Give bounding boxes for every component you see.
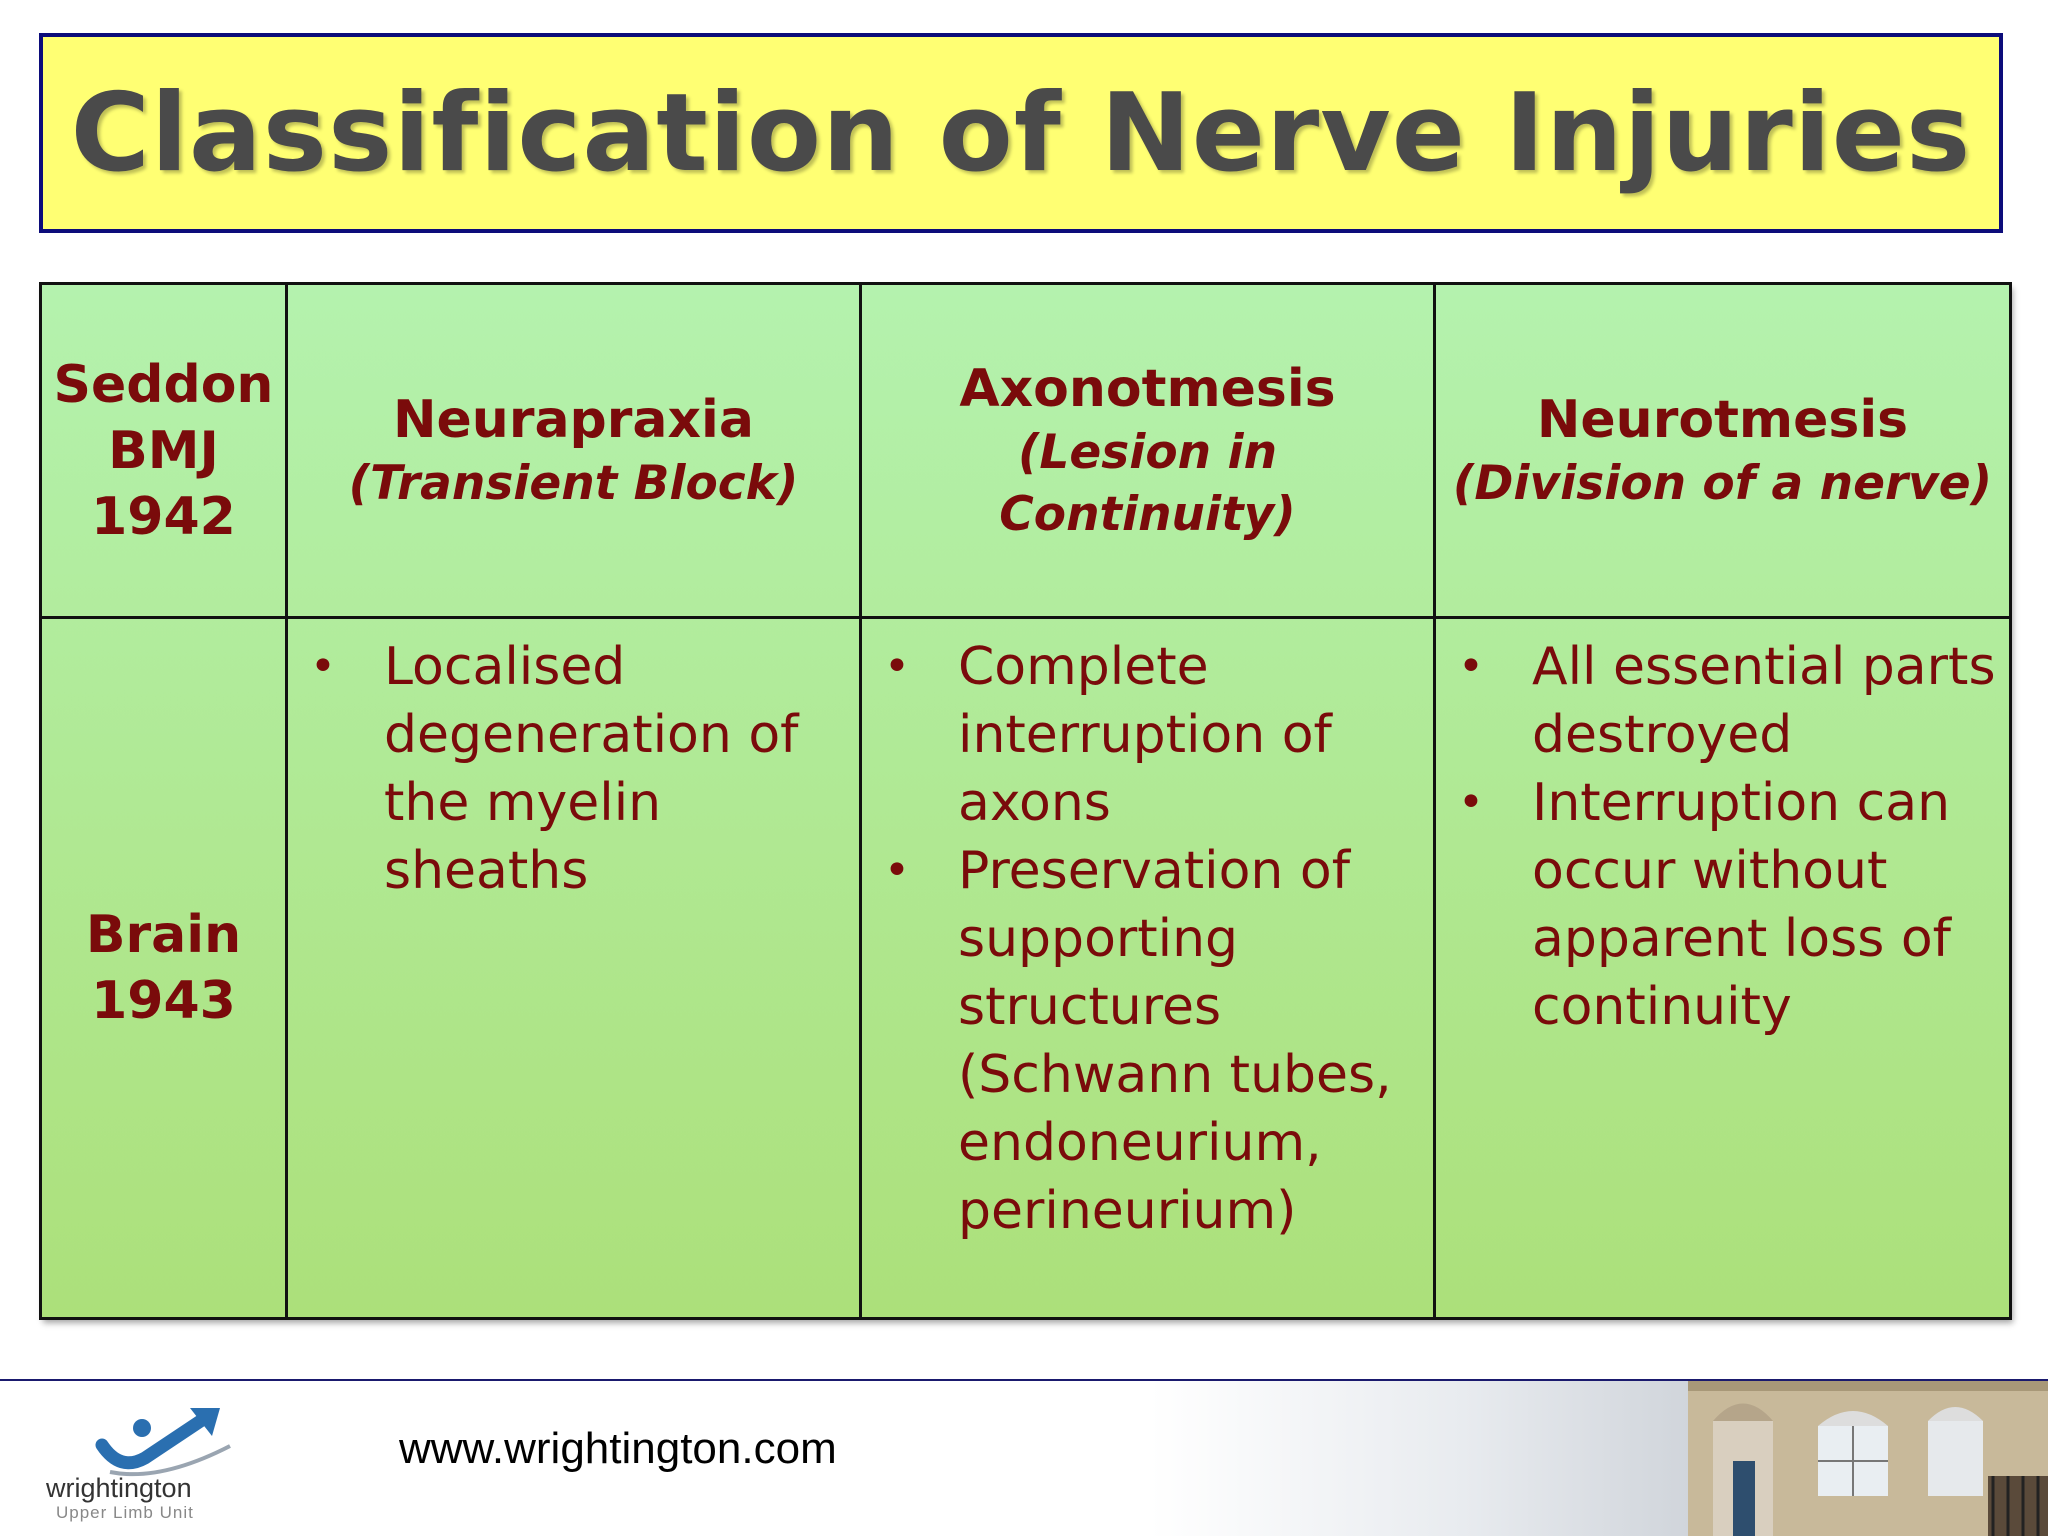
bullet-text: Localised degeneration of the myelin she…: [384, 637, 799, 901]
column-header-axonotmesis: Axonotmesis (Lesion in Continuity): [859, 282, 1436, 619]
list-item: • Complete interruption of axons: [862, 633, 1423, 837]
list-item: • Preservation of supporting structures (…: [862, 837, 1423, 1245]
list-item: • Interruption can occur without apparent…: [1436, 769, 1999, 1041]
bullet-list: • All essential parts destroyed • Interrup…: [1436, 619, 2009, 1041]
category-subtitle: (Lesion in Continuity): [999, 424, 1296, 542]
footer-divider: [0, 1379, 2048, 1381]
bullet-icon: •: [1458, 641, 1484, 692]
slide-title: Classification of Nerve Injuries: [70, 70, 1972, 196]
bullet-list: • Complete interruption of axons • Preserv…: [862, 619, 1433, 1245]
row-label-line: 1943: [91, 971, 236, 1031]
title-banner: Classification of Nerve Injuries: [39, 33, 2003, 233]
list-item: • Localised degeneration of the myelin sh…: [288, 633, 849, 905]
bullet-icon: •: [884, 641, 910, 692]
list-item: • All essential parts destroyed: [1436, 633, 1999, 769]
bullet-icon: •: [310, 641, 336, 692]
footer-url[interactable]: www.wrightington.com: [399, 1424, 837, 1473]
category-subtitle: (Division of a nerve): [1452, 455, 1993, 511]
classification-table: Seddon BMJ 1942 Neurapraxia (Transient B…: [39, 282, 2012, 1320]
bullet-icon: •: [884, 845, 910, 896]
description-axonotmesis: • Complete interruption of axons • Preserv…: [859, 616, 1436, 1320]
category-name: Axonotmesis: [959, 358, 1336, 419]
row-label-line: 1942: [91, 486, 236, 547]
description-row: Brain 1943 • Localised degeneration of th…: [39, 616, 2012, 1320]
logo-check-arrow-icon: [95, 1408, 231, 1477]
description-neurotmesis: • All essential parts destroyed • Interrup…: [1433, 616, 2012, 1320]
logo-subtitle: Upper Limb Unit: [56, 1503, 194, 1522]
bullet-text: All essential parts destroyed: [1532, 637, 1996, 765]
header-row: Seddon BMJ 1942 Neurapraxia (Transient B…: [39, 282, 2012, 619]
column-header-neurotmesis: Neurotmesis (Division of a nerve): [1433, 282, 2012, 619]
category-name: Neurotmesis: [1536, 389, 1909, 450]
footer-building-photo: [1150, 1381, 2048, 1536]
building-image: [1688, 1381, 2048, 1536]
classification-table-wrapper: Seddon BMJ 1942 Neurapraxia (Transient B…: [39, 282, 2012, 1320]
row-label-brain: Brain 1943: [39, 616, 288, 1320]
bullet-text: Interruption can occur without apparent …: [1532, 773, 1951, 1037]
row-label-line: Seddon: [53, 354, 274, 415]
bullet-text: Preservation of supporting structures (S…: [958, 841, 1392, 1241]
bullet-icon: •: [1458, 777, 1484, 828]
logo-name: wrightington: [46, 1473, 192, 1503]
row-label-line: BMJ: [108, 420, 219, 481]
row-label-seddon: Seddon BMJ 1942: [39, 282, 288, 619]
bullet-list: • Localised degeneration of the myelin sh…: [288, 619, 859, 905]
bullet-text: Complete interruption of axons: [958, 637, 1332, 833]
row-label-line: Brain: [85, 905, 242, 965]
category-name: Neurapraxia: [393, 389, 754, 450]
category-subtitle: (Transient Block): [348, 455, 799, 511]
wrightington-logo: wrightington Upper Limb Unit: [40, 1400, 231, 1530]
description-neurapraxia: • Localised degeneration of the myelin sh…: [285, 616, 862, 1320]
column-header-neurapraxia: Neurapraxia (Transient Block): [285, 282, 862, 619]
